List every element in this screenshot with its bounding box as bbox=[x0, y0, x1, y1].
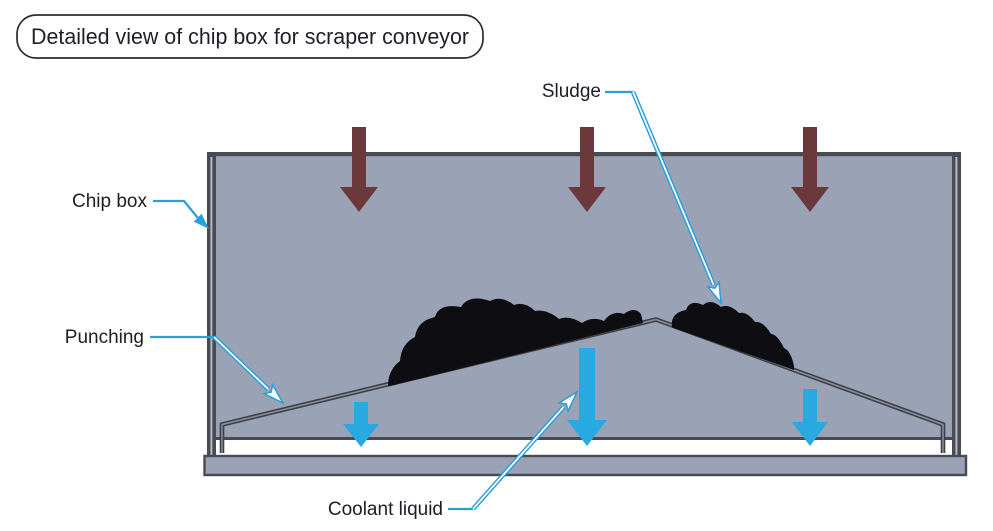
left-wall-highlight bbox=[210, 157, 213, 475]
chip-box-label: Chip box bbox=[72, 191, 147, 212]
leader-punching bbox=[150, 335, 285, 405]
diagram-title: Detailed view of chip box for scraper co… bbox=[16, 14, 484, 59]
right-wall-highlight bbox=[955, 157, 958, 475]
leader-chip-box bbox=[153, 199, 209, 229]
sludge-pile-left bbox=[388, 298, 643, 387]
chip-box-leader-arrowhead-icon bbox=[193, 213, 209, 229]
coolant-leader-arrowhead-icon bbox=[556, 390, 579, 414]
sludge-pile-right bbox=[671, 301, 794, 370]
punching-label: Punching bbox=[65, 327, 144, 348]
leader-coolant-liquid bbox=[448, 390, 579, 511]
coolant-leader-tube-core bbox=[472, 406, 565, 510]
chip-fall-arrow-left bbox=[340, 127, 378, 212]
chip-fall-arrow-center bbox=[568, 127, 606, 212]
chip-box-leader-line bbox=[153, 199, 199, 219]
coolant-drain-arrow-right bbox=[792, 389, 828, 446]
punching-leader-arrowhead-icon bbox=[262, 382, 285, 405]
chip-fall-arrows bbox=[340, 127, 829, 212]
punching-plate bbox=[219, 317, 946, 453]
sludge-leader-arrowhead-icon bbox=[706, 280, 722, 306]
punching-plate-core bbox=[221, 318, 944, 453]
coolant-drain-arrow-center bbox=[567, 348, 607, 446]
coolant-liquid-label: Coolant liquid bbox=[328, 499, 443, 520]
sludge-leader-tube-core bbox=[632, 91, 715, 285]
coolant-drain-arrow-left bbox=[343, 402, 379, 447]
sludge-piles bbox=[388, 298, 794, 387]
coolant-drain-arrows bbox=[343, 348, 828, 447]
title-border bbox=[16, 14, 484, 59]
punching-leader-tube-core bbox=[213, 336, 269, 390]
sludge-label: Sludge bbox=[542, 81, 601, 102]
conveyor-bottom-bar bbox=[203, 454, 968, 477]
page-title: Detailed view of chip box for scraper co… bbox=[31, 24, 469, 49]
chip-fall-arrow-right bbox=[791, 127, 829, 212]
leader-sludge bbox=[605, 90, 722, 306]
